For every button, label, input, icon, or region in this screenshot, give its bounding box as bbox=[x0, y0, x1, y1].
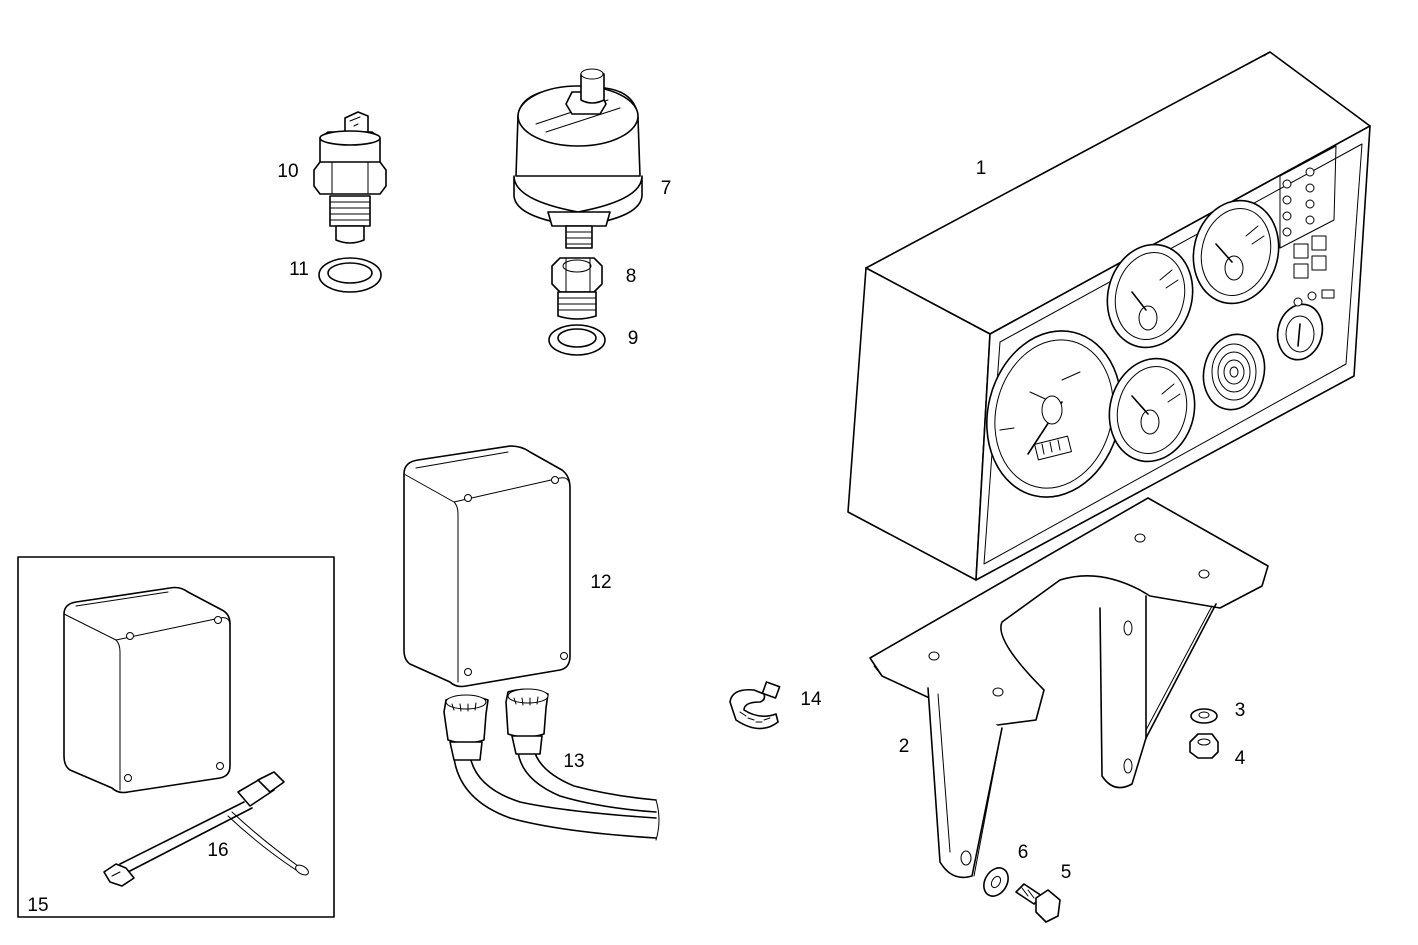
part-12-control-box bbox=[403, 445, 571, 688]
callout-9: 9 bbox=[628, 328, 639, 349]
callout-8: 8 bbox=[626, 266, 637, 287]
callout-2: 2 bbox=[899, 736, 910, 757]
part-13-connector-cable bbox=[443, 688, 660, 841]
warning-lights bbox=[1279, 145, 1337, 307]
callout-15: 15 bbox=[27, 895, 48, 916]
part-7-pressure-sender bbox=[513, 68, 643, 249]
callout-5: 5 bbox=[1061, 862, 1072, 883]
buzzer-speaker bbox=[1202, 333, 1266, 411]
part-14-cable-tie bbox=[729, 681, 781, 730]
callout-6: 6 bbox=[1018, 842, 1029, 863]
part-2-mounting-bracket bbox=[869, 497, 1269, 879]
part-5-bolt bbox=[1015, 883, 1061, 923]
part-1-instrument-panel bbox=[847, 51, 1371, 581]
callout-11: 11 bbox=[289, 259, 309, 280]
gauge-upper-left bbox=[1106, 243, 1194, 349]
callout-7: 7 bbox=[661, 178, 672, 199]
callout-4: 4 bbox=[1235, 748, 1246, 769]
part-11-sealing-washer bbox=[318, 257, 382, 293]
callout-16: 16 bbox=[207, 840, 228, 861]
key-switch bbox=[1276, 303, 1324, 361]
part-9-sealing-washer bbox=[548, 324, 606, 356]
gauge-upper-right bbox=[1192, 199, 1280, 305]
callout-3: 3 bbox=[1235, 700, 1246, 721]
callout-13: 13 bbox=[563, 751, 584, 772]
part-6-washer bbox=[983, 867, 1009, 897]
callout-1: 1 bbox=[976, 158, 987, 179]
part-15-control-box bbox=[63, 586, 231, 794]
part-3-washer bbox=[1190, 708, 1218, 724]
callout-14: 14 bbox=[800, 689, 822, 710]
part-16-wire-harness bbox=[103, 771, 309, 887]
part-10-temperature-switch bbox=[313, 111, 387, 244]
gauge-lower bbox=[1108, 357, 1196, 463]
part-15-kit-frame bbox=[17, 556, 335, 918]
callout-10: 10 bbox=[277, 161, 298, 182]
callout-12: 12 bbox=[590, 572, 611, 593]
part-4-nut bbox=[1189, 733, 1219, 759]
part-8-adapter-fitting bbox=[551, 257, 603, 320]
